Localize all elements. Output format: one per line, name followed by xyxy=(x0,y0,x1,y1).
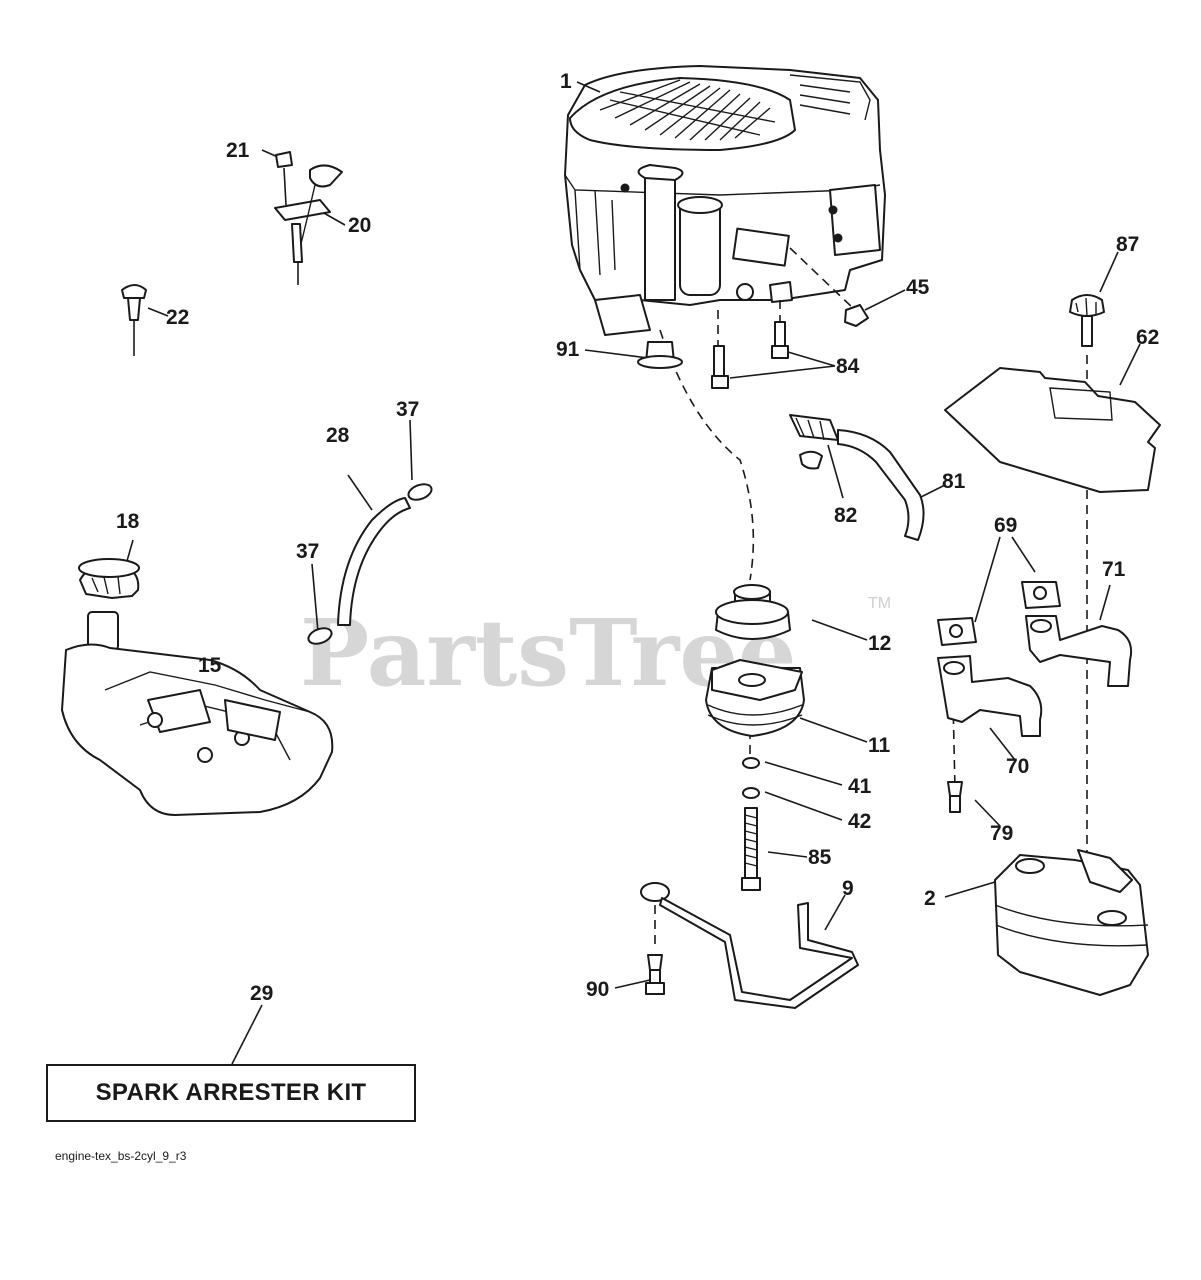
part-label-87: 87 xyxy=(1116,233,1139,256)
part-label-15: 15 xyxy=(198,654,222,677)
part-label-9: 9 xyxy=(842,877,854,900)
part-label-12: 12 xyxy=(868,632,891,655)
watermark-tm: TM xyxy=(868,595,891,612)
part-label-2: 2 xyxy=(924,887,936,910)
part-label-42: 42 xyxy=(848,810,871,833)
part-label-69: 69 xyxy=(994,514,1017,537)
part-label-85: 85 xyxy=(808,846,832,869)
part-label-71: 71 xyxy=(1102,558,1126,581)
part-label-21: 21 xyxy=(226,139,250,162)
part-label-20: 20 xyxy=(348,214,371,237)
oil-drain xyxy=(789,414,925,541)
part-label-18: 18 xyxy=(116,510,140,533)
part-label-90: 90 xyxy=(586,978,609,1001)
part-label-82: 82 xyxy=(834,504,857,527)
part-label-29: 29 xyxy=(250,982,273,1005)
part-label-62: 62 xyxy=(1136,326,1159,349)
part-label-41: 41 xyxy=(848,775,872,798)
muffler xyxy=(994,849,1149,996)
part-label-45: 45 xyxy=(906,276,930,299)
part-label-11: 11 xyxy=(868,734,891,757)
exhaust-pipes xyxy=(937,581,1133,813)
pulley-clutch xyxy=(705,584,805,891)
leader-lines xyxy=(124,81,1141,1065)
spark-arrester-kit-label: SPARK ARRESTER KIT xyxy=(95,1079,367,1106)
diagram-id: engine-tex_bs-2cyl_9_r3 xyxy=(55,1149,187,1163)
fasteners xyxy=(637,304,869,389)
part-label-91: 91 xyxy=(556,338,580,361)
part-label-70: 70 xyxy=(1006,755,1029,778)
fuel-line xyxy=(307,483,433,645)
part-label-28: 28 xyxy=(326,424,350,447)
part-label-79: 79 xyxy=(990,822,1013,845)
part-label-84: 84 xyxy=(836,355,860,378)
spark-arrester-kit-box: SPARK ARRESTER KIT xyxy=(46,1064,416,1122)
heat-shield xyxy=(944,294,1161,493)
part-label-37a: 37 xyxy=(396,398,419,421)
part-label-1: 1 xyxy=(560,70,572,93)
part-label-81: 81 xyxy=(942,470,966,493)
part-label-37b: 37 xyxy=(296,540,319,563)
fuel-tank xyxy=(61,558,334,816)
throttle-parts xyxy=(121,151,343,356)
bracket xyxy=(640,882,859,1009)
part-labels: 1 2 9 11 12 15 18 20 21 22 28 29 37 37 4… xyxy=(116,70,1159,1005)
part-label-22: 22 xyxy=(166,306,189,329)
engine-drawing xyxy=(564,65,886,336)
